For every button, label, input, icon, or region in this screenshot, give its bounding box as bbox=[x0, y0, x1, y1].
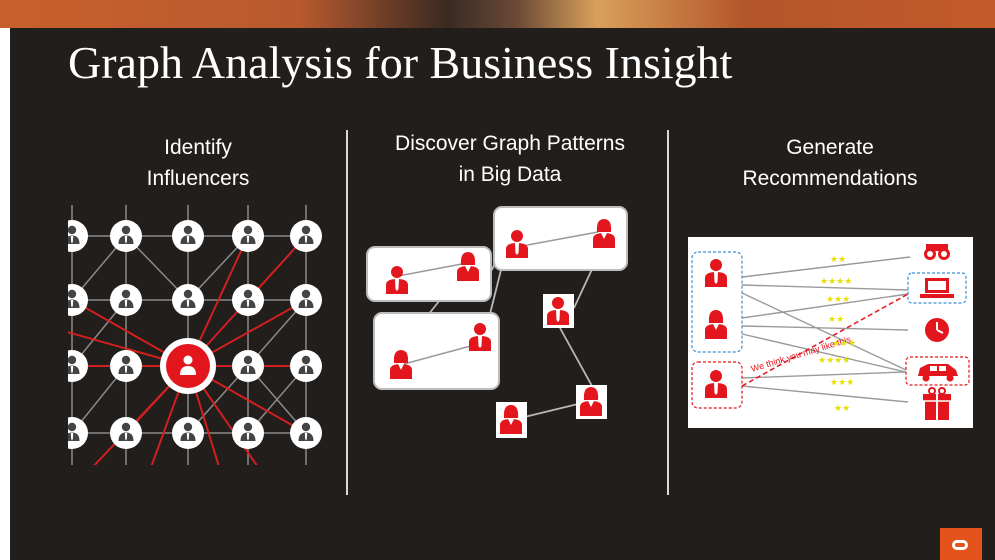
svg-text:★★: ★★ bbox=[834, 404, 850, 414]
svg-text:★★: ★★ bbox=[830, 255, 846, 265]
slide-title: Graph Analysis for Business Insight bbox=[68, 37, 733, 88]
binoculars-icon bbox=[924, 244, 950, 260]
section-heading-recommendations: Generate Recommendations bbox=[710, 132, 950, 194]
svg-text:★★: ★★ bbox=[828, 315, 844, 325]
section-heading-influencers: Identify Influencers bbox=[118, 132, 278, 194]
svg-text:★★★★: ★★★★ bbox=[818, 356, 850, 366]
heading-line: in Big Data bbox=[458, 163, 562, 186]
svg-text:★★★: ★★★ bbox=[830, 378, 854, 388]
oracle-logo bbox=[940, 528, 982, 560]
clock-icon bbox=[925, 318, 949, 342]
heading-line: Generate bbox=[786, 136, 874, 159]
heading-line: Recommendations bbox=[742, 167, 918, 190]
gift-icon bbox=[923, 387, 951, 420]
influencer-node bbox=[160, 338, 216, 394]
recommendation-graphic: We think you may like this ★★ ★★★★ ★★★ ★… bbox=[688, 237, 973, 428]
svg-text:★★★: ★★★ bbox=[832, 339, 856, 349]
svg-text:★★★★: ★★★★ bbox=[820, 277, 852, 287]
car-icon bbox=[918, 364, 958, 382]
laptop-icon bbox=[920, 278, 954, 298]
influencer-network bbox=[68, 205, 322, 465]
divider-right bbox=[667, 130, 669, 495]
heading-line: Discover Graph Patterns bbox=[395, 132, 625, 155]
top-banner-image bbox=[0, 0, 995, 28]
heading-line: Influencers bbox=[146, 167, 250, 190]
graph-patterns bbox=[366, 206, 628, 438]
svg-text:★★★: ★★★ bbox=[826, 295, 850, 305]
divider-left bbox=[346, 130, 348, 495]
section-heading-patterns: Discover Graph Patterns in Big Data bbox=[370, 128, 650, 190]
heading-line: Identify bbox=[164, 136, 232, 159]
